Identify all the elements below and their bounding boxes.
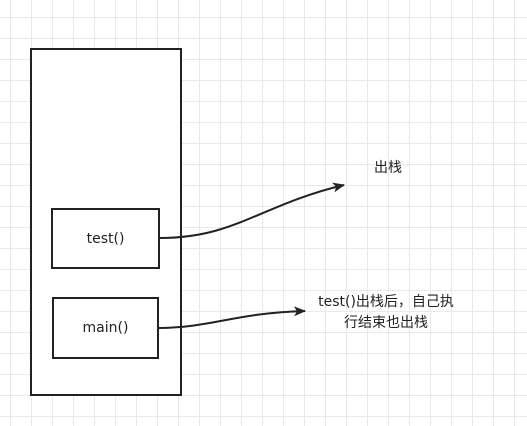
note-line-1: test()出栈后，自己执: [318, 294, 454, 310]
main-pop-arrow: [157, 306, 306, 329]
stack-frame-main: [52, 297, 159, 359]
pop-arrow: [159, 182, 345, 239]
stack-frame-label-main: main(): [82, 320, 129, 336]
pop-label: 出栈: [374, 160, 402, 176]
note-line-2: 行结束也出栈: [344, 315, 428, 331]
stack-frame-test: [51, 208, 160, 269]
stack-frame-label-test: test(): [86, 231, 125, 247]
